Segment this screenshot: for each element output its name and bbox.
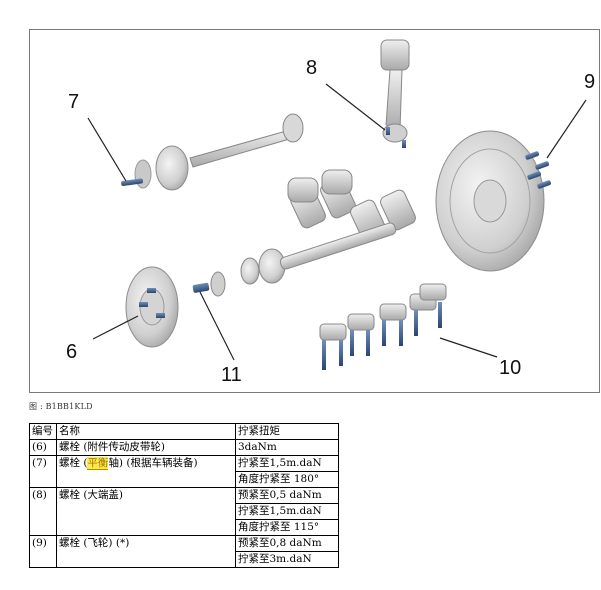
table-row: (6) 螺栓 (附件传动皮带轮) 3daNm bbox=[29, 439, 339, 456]
callout-6: 6 bbox=[66, 341, 78, 363]
engine-parts-illustration bbox=[87, 39, 587, 370]
figure-caption: 图 : B1BB1KLD bbox=[29, 402, 93, 411]
callout-11: 11 bbox=[221, 364, 242, 386]
torque-table: 编号 名称 拧紧扭矩 (6) 螺栓 (附件传动皮带轮) 3daNm (7) 螺栓… bbox=[29, 423, 339, 568]
column-header-number: 编号 bbox=[29, 423, 57, 440]
row-torque: 3daNm bbox=[235, 439, 339, 456]
row-number: (9) bbox=[29, 535, 57, 568]
accessory-pulley bbox=[125, 266, 179, 348]
crankshaft bbox=[258, 169, 416, 284]
flywheel bbox=[435, 130, 545, 272]
row-torque: 角度拧紧至 115° bbox=[235, 519, 339, 536]
row-number: (8) bbox=[29, 487, 57, 536]
column-header-name: 名称 bbox=[56, 423, 236, 440]
row-torque: 拧紧至3m.daN bbox=[235, 551, 339, 568]
highlighted-term-link[interactable]: 平衡 bbox=[87, 457, 109, 470]
table-row-continuation: 角度拧紧至 180° bbox=[30, 471, 339, 488]
column-header-torque: 拧紧扭矩 bbox=[235, 423, 339, 440]
crank-gear-bolt bbox=[192, 257, 260, 297]
row-torque: 预紧至0,8 daNm bbox=[235, 535, 339, 552]
piston-connecting-rod bbox=[380, 39, 410, 148]
flywheel-bolts bbox=[525, 151, 552, 189]
row-torque: 预紧至0,5 daNm bbox=[235, 487, 339, 504]
callout-leader-lines bbox=[87, 83, 587, 361]
callout-8: 8 bbox=[306, 57, 318, 79]
balance-shaft bbox=[121, 113, 304, 191]
table-row-continuation: 拧紧至1,5m.daN bbox=[30, 503, 339, 520]
main-bearing-caps bbox=[319, 283, 447, 370]
table-row-continuation: 拧紧至3m.daN bbox=[30, 551, 339, 568]
table-row: (7) 螺栓 (平衡轴) (根据车辆装备) 拧紧至1,5m.daN bbox=[29, 455, 339, 488]
row-torque: 角度拧紧至 180° bbox=[235, 471, 339, 488]
row-torque: 拧紧至1,5m.daN bbox=[235, 455, 339, 472]
exploded-view-figure: 7 8 9 6 11 10 bbox=[29, 29, 600, 393]
row-name: 螺栓 (大端盖) bbox=[56, 487, 236, 536]
table-row: (9) 螺栓 (飞轮) (*) 预紧至0,8 daNm bbox=[29, 535, 339, 568]
row-torque: 拧紧至1,5m.daN bbox=[235, 503, 339, 520]
callout-9: 9 bbox=[584, 71, 596, 93]
row-name: 螺栓 (附件传动皮带轮) bbox=[56, 439, 236, 456]
callout-7: 7 bbox=[68, 91, 80, 113]
table-header-row: 编号 名称 拧紧扭矩 bbox=[29, 423, 339, 440]
callout-10: 10 bbox=[499, 357, 522, 379]
row-number: (7) bbox=[29, 455, 57, 488]
table-row: (8) 螺栓 (大端盖) 预紧至0,5 daNm bbox=[29, 487, 339, 536]
row-number: (6) bbox=[29, 439, 57, 456]
row-name: 螺栓 (平衡轴) (根据车辆装备) bbox=[56, 455, 236, 488]
row-name: 螺栓 (飞轮) (*) bbox=[56, 535, 236, 568]
